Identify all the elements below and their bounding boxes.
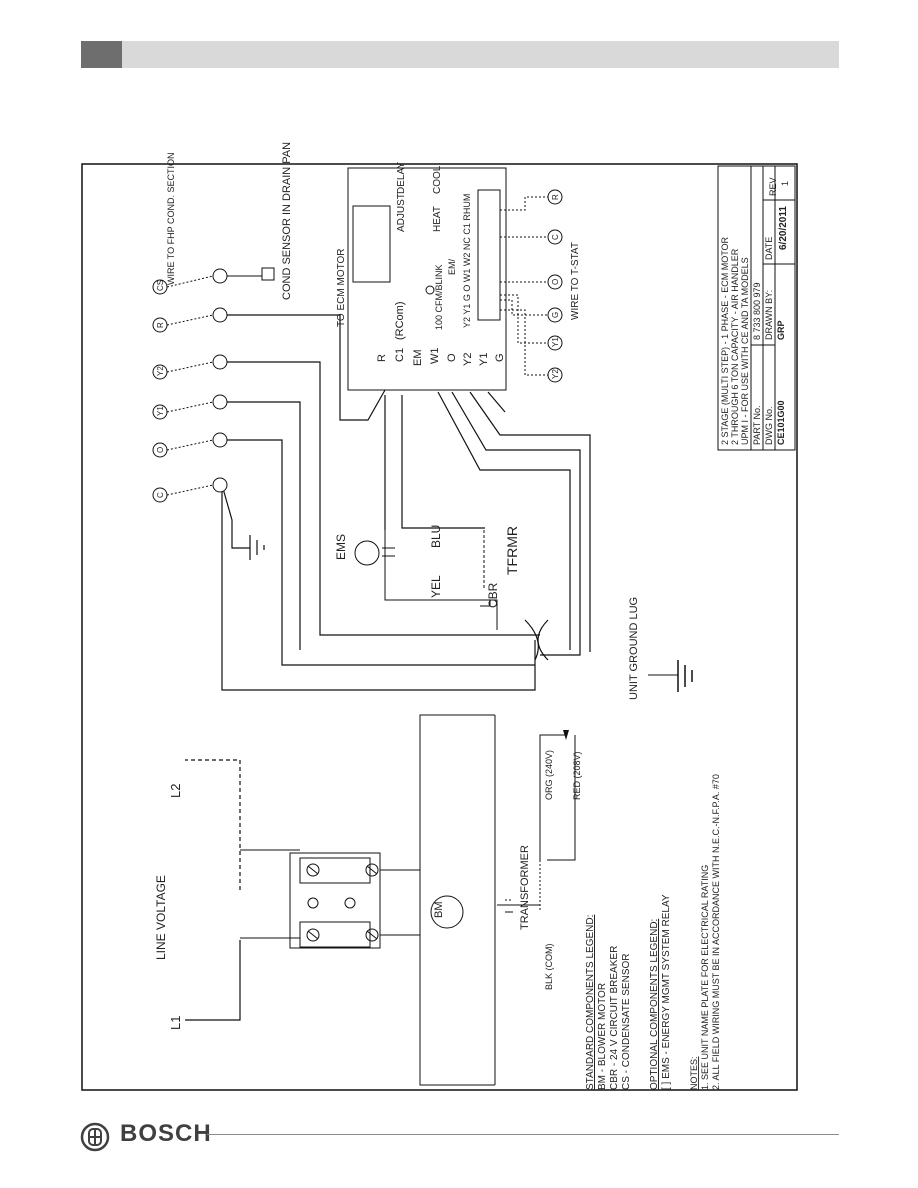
date-value: 6/20/2011 <box>778 206 789 250</box>
motor-term-g: G <box>494 353 506 362</box>
org-label: ORG (240V) <box>544 750 554 800</box>
transformer-label: TRANSFORMER <box>519 845 531 930</box>
title-desc-1: 2 STAGE (MULTI STEP) - 1 PHASE - ECM MOT… <box>720 236 730 445</box>
motor-term-w1: W1 <box>429 348 441 365</box>
wire-tstat-label: WIRE TO T-STAT <box>570 242 581 320</box>
ems-relay: EMS YEL BLU <box>334 525 498 630</box>
rev-value: 1 <box>780 181 790 186</box>
drawn-value: GRP <box>776 320 786 340</box>
ecm-motor-board: TO ECM MOTOR ADJUST DELAY HEAT COOL 100 … <box>336 162 507 391</box>
motor-term-y1: Y1 <box>478 353 490 366</box>
header-bar-accent <box>81 41 122 68</box>
left-circle-y1: Y1 <box>156 406 165 416</box>
motor-term-em: EM <box>412 350 424 367</box>
note-2: 2. ALL FIELD WIRING MUST BE IN ACCORDANC… <box>711 774 721 1090</box>
standard-legend-title: STANDARD COMPONENTS LEGEND: <box>585 915 596 1090</box>
standard-legend-item-cs: CS - CONDENSATE SENSOR <box>621 954 632 1091</box>
em-slash-label: EM/ <box>447 259 457 276</box>
red-label: RED (208V) <box>572 751 582 800</box>
motor-term-c1: C1 <box>394 348 406 362</box>
blu-label: BLU <box>429 525 443 548</box>
strip-labels: Y2 Y1 G O W1 W2 NC C1 RHUM <box>462 194 472 328</box>
adjust-label: ADJUST <box>396 193 407 232</box>
left-circle-o: O <box>156 447 165 453</box>
yel-label: YEL <box>429 575 443 598</box>
motor-term-r: R <box>376 354 388 362</box>
right-circle-r: R <box>551 194 560 200</box>
dwg-label: DWG No. <box>764 406 774 445</box>
optional-legend-item-ems: [ ] EMS - ENERGY MGMT SYSTEM RELAY <box>661 894 672 1090</box>
right-circle-y1: Y1 <box>551 337 560 347</box>
control-transformer: CBR TFRMR <box>480 526 520 608</box>
right-circle-c: C <box>551 234 560 240</box>
right-circle-g: G <box>551 312 560 318</box>
tstat-terminal-circles: Y2 Y1 G O C R WIRE TO T-STAT <box>500 189 581 383</box>
motor-terminals: R C1 (RCom) EM W1 O Y2 Y1 G <box>376 302 506 367</box>
l1-label: L1 <box>168 1016 183 1030</box>
cond-sensor-label: COND SENSOR IN DRAIN PAN <box>281 142 293 300</box>
blower-motor-label: BM <box>433 902 445 919</box>
cfm-label: 100 CFM/BLINK <box>434 264 444 330</box>
footer-rule <box>207 1134 839 1135</box>
left-circle-c: C <box>156 492 165 498</box>
control-wiring <box>221 314 591 691</box>
legend: STANDARD COMPONENTS LEGEND: BM - BLOWER … <box>585 774 721 1090</box>
heat-label: HEAT <box>432 206 443 232</box>
note-1: 1. SEE UNIT NAME PLATE FOR ELECTRICAL RA… <box>700 865 710 1090</box>
title-block: 2 STAGE (MULTI STEP) - 1 PHASE - ECM MOT… <box>717 165 796 451</box>
cool-label: COOL <box>432 165 443 194</box>
motor-term-y2: Y2 <box>462 353 474 366</box>
left-circle-cs: CS <box>156 280 165 291</box>
standard-legend-item-bm: BM - BLOWER MOTOR <box>597 983 608 1090</box>
unit-ground-lug: UNIT GROUND LUG <box>628 597 693 700</box>
title-desc-2: 2 THROUGH 6 TON CAPACITY - AIR HANDLER <box>730 248 740 445</box>
ecm-motor-label: TO ECM MOTOR <box>336 248 347 327</box>
date-label: DATE <box>764 237 774 260</box>
l2-label: L2 <box>168 784 183 798</box>
delay-label: DELAY <box>396 162 407 194</box>
rev-label: REV <box>768 177 778 196</box>
right-circle-o: O <box>551 279 560 285</box>
optional-legend-title: OPTIONAL COMPONENTS LEGEND: <box>649 919 660 1090</box>
cbr-label: CBR <box>486 582 500 608</box>
rcom-label: (RCom) <box>394 302 406 341</box>
blower-motor-symbol <box>430 895 464 929</box>
diagram-frame <box>81 163 798 1091</box>
dwg-value: CE101G00 <box>776 400 786 445</box>
motor-term-o: O <box>446 353 458 362</box>
bosch-logo-icon <box>80 1122 110 1152</box>
header-bar <box>81 41 839 68</box>
line-voltage-label: LINE VOLTAGE <box>154 875 168 960</box>
left-circle-y2: Y2 <box>156 366 165 376</box>
part-label: PART No. <box>752 405 762 445</box>
right-circle-y2: Y2 <box>551 369 560 379</box>
ground-lug-label: UNIT GROUND LUG <box>628 597 640 700</box>
notes-title: NOTES: <box>689 1056 699 1090</box>
drawn-label: DRAWN BY: <box>764 290 774 340</box>
part-value: 8 733 800 979 <box>752 282 762 340</box>
left-circle-r: R <box>156 322 165 328</box>
ems-label: EMS <box>334 534 348 560</box>
brand-name: BOSCH <box>120 1120 212 1147</box>
standard-legend-item-cbr: CBR - 24 V CIRCUIT BREAKER <box>609 946 620 1090</box>
tfrmr-label: TFRMR <box>504 526 520 575</box>
blk-label: BLK (COM) <box>544 943 554 990</box>
title-desc-3: UPM I - FOR USE WITH CE AND TA MODELS <box>740 257 750 445</box>
wire-fhp-label: WIRE TO FHP COND. SECTION <box>166 152 176 285</box>
fhp-terminal-circles: C O Y1 Y2 R CS WIRE TO FHP COND. SECTION… <box>152 142 293 503</box>
line-voltage-section: LINE VOLTAGE L1 L2 BM TRANSFORMER BLK (C… <box>154 714 582 1086</box>
